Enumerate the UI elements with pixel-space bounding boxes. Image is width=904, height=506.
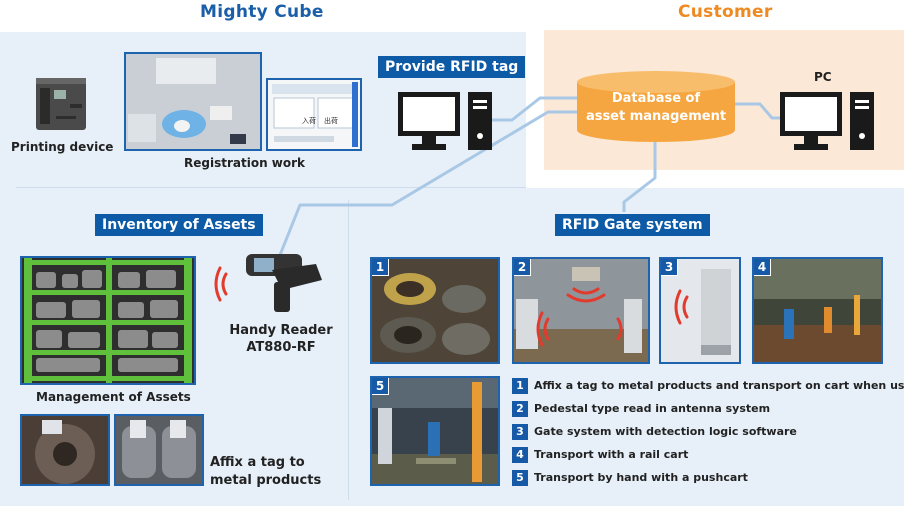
registration-photo-desk bbox=[124, 52, 262, 151]
gate-step-text: Affix a tag to metal products and transp… bbox=[534, 379, 904, 392]
screen-button-a: 入荷 bbox=[302, 117, 316, 125]
database-icon bbox=[577, 71, 735, 142]
handy-reader-caption-line2: AT880-RF bbox=[246, 340, 316, 355]
registration-photo-screen: 入荷 出荷 bbox=[266, 78, 362, 151]
affix-tag-caption-line1: Affix a tag to bbox=[210, 455, 305, 470]
handy-reader-icon bbox=[214, 254, 322, 312]
gate-step: 5 Transport by hand with a pushcart bbox=[512, 468, 904, 487]
affix-tag-photo-1 bbox=[20, 414, 110, 486]
gate-step: 4 Transport with a rail cart bbox=[512, 445, 904, 464]
gate-photo-5-number: 5 bbox=[372, 378, 389, 395]
gate-steps-list: 1 Affix a tag to metal products and tran… bbox=[512, 376, 904, 491]
connector-pc-to-db bbox=[492, 96, 582, 122]
gate-photo-4: 4 bbox=[752, 257, 883, 364]
gate-step-text: Transport with a rail cart bbox=[534, 448, 689, 461]
gate-step-number: 3 bbox=[512, 423, 528, 440]
registration-work-caption: Registration work bbox=[184, 156, 306, 170]
database-label: Database of asset management bbox=[575, 90, 737, 126]
asset-shelf-photo bbox=[20, 256, 196, 385]
rfid-gate-system-label: RFID Gate system bbox=[555, 214, 710, 236]
gate-step: 1 Affix a tag to metal products and tran… bbox=[512, 376, 904, 395]
gate-step-number: 5 bbox=[512, 469, 528, 486]
provide-rfid-tag-label: Provide RFID tag bbox=[378, 56, 526, 78]
management-of-assets-caption: Management of Assets bbox=[36, 390, 191, 404]
gate-step-text: Transport by hand with a pushcart bbox=[534, 471, 748, 484]
affix-tag-caption: Affix a tag to metal products bbox=[210, 454, 321, 490]
section-divider-horizontal bbox=[16, 187, 526, 188]
gate-photo-2: 2 bbox=[512, 257, 650, 364]
gate-photo-1: 1 bbox=[370, 257, 500, 364]
printer-icon bbox=[36, 78, 86, 130]
gate-photo-1-number: 1 bbox=[372, 259, 389, 276]
customer-header: Customer bbox=[678, 2, 773, 22]
printing-device-caption: Printing device bbox=[11, 140, 114, 154]
section-divider-vertical bbox=[348, 200, 349, 500]
gate-step-number: 2 bbox=[512, 400, 528, 417]
connector-db-to-gate bbox=[622, 140, 657, 212]
computer-icon bbox=[398, 92, 492, 150]
gate-step-text: Pedestal type read in antenna system bbox=[534, 402, 771, 415]
pc-caption: PC bbox=[814, 70, 832, 84]
gate-photo-3-number: 3 bbox=[661, 259, 678, 276]
rfid-signal-icon bbox=[214, 266, 228, 302]
customer-computer-icon bbox=[780, 92, 874, 150]
affix-tag-caption-line2: metal products bbox=[210, 473, 322, 488]
gate-step-number: 1 bbox=[512, 377, 528, 394]
database-label-line2: asset management bbox=[585, 109, 727, 124]
gate-photo-2-number: 2 bbox=[514, 259, 531, 276]
handy-reader-caption: Handy Reader AT880-RF bbox=[226, 322, 336, 356]
gate-step-text: Gate system with detection logic softwar… bbox=[534, 425, 797, 438]
gate-photo-4-number: 4 bbox=[754, 259, 771, 276]
database-label-line1: Database of bbox=[611, 91, 701, 106]
connector-db-to-reader bbox=[278, 110, 585, 256]
screen-button-b: 出荷 bbox=[324, 117, 338, 125]
gate-photo-5: 5 bbox=[370, 376, 500, 486]
affix-tag-photo-2 bbox=[114, 414, 204, 486]
inventory-of-assets-label: Inventory of Assets bbox=[95, 214, 263, 236]
gate-photo-3: 3 bbox=[659, 257, 741, 364]
mighty-cube-header: Mighty Cube bbox=[200, 2, 324, 22]
gate-step: 3 Gate system with detection logic softw… bbox=[512, 422, 904, 441]
handy-reader-caption-line1: Handy Reader bbox=[229, 323, 333, 338]
gate-step: 2 Pedestal type read in antenna system bbox=[512, 399, 904, 418]
gate-step-number: 4 bbox=[512, 446, 528, 463]
